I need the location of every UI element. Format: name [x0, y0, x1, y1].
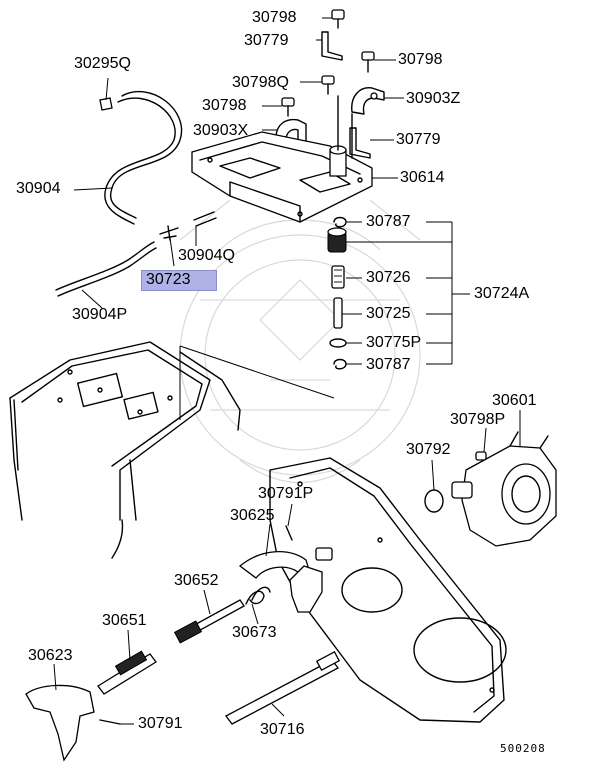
label-30791[interactable]: 30791	[138, 715, 183, 732]
motor-actuator-30601[interactable]	[451, 431, 557, 547]
shift-fork-30623[interactable]	[25, 684, 95, 762]
label-30791P[interactable]: 30791P	[258, 485, 314, 502]
hose-30904P[interactable]	[55, 241, 157, 297]
spring-pin-30791P[interactable]	[285, 525, 293, 541]
label-30652[interactable]: 30652	[174, 572, 219, 589]
bracket-30779-mid[interactable]	[349, 127, 371, 159]
snap-ring-30787-b[interactable]	[333, 358, 347, 370]
bolt-30798-right[interactable]	[361, 51, 375, 73]
label-30614[interactable]: 30614	[400, 169, 445, 186]
label-30295Q[interactable]: 30295Q	[74, 55, 131, 72]
label-30779-mid[interactable]: 30779	[396, 131, 441, 148]
label-30903Z[interactable]: 30903Z	[406, 90, 461, 107]
clamp-30903Z[interactable]	[351, 87, 385, 115]
label-30623[interactable]: 30623	[28, 647, 73, 664]
label-30904Q[interactable]: 30904Q	[178, 247, 235, 264]
label-30601[interactable]: 30601	[492, 392, 537, 409]
label-30798Q[interactable]: 30798Q	[232, 74, 289, 91]
valve-body-30614[interactable]	[191, 95, 373, 223]
hose-30904[interactable]	[104, 90, 183, 225]
fitting-30723[interactable]	[159, 225, 179, 241]
bolt-30798P[interactable]	[475, 451, 487, 461]
case-upper-outline	[9, 341, 241, 559]
label-30725[interactable]: 30725	[366, 305, 411, 322]
label-30798P[interactable]: 30798P	[450, 411, 506, 428]
label-30792[interactable]: 30792	[406, 441, 451, 458]
label-30798-right[interactable]: 30798	[398, 51, 443, 68]
label-30798-top[interactable]: 30798	[252, 9, 297, 26]
label-30904[interactable]: 30904	[16, 180, 61, 197]
clip-30295Q[interactable]	[99, 97, 113, 111]
label-30723-highlighted[interactable]: 30723	[141, 270, 217, 291]
leader-lines	[53, 17, 521, 725]
spring-30673[interactable]	[245, 586, 271, 605]
o-ring-30775P[interactable]	[329, 338, 347, 348]
label-30726[interactable]: 30726	[366, 269, 411, 286]
hose-30904Q[interactable]	[193, 211, 217, 227]
label-30798-mid[interactable]: 30798	[202, 97, 247, 114]
pin-30791[interactable]	[99, 719, 121, 725]
case-lower-outline	[269, 457, 507, 723]
label-30651[interactable]: 30651	[102, 612, 147, 629]
label-30904P[interactable]: 30904P	[72, 306, 128, 323]
label-30775P[interactable]: 30775P	[366, 334, 422, 351]
label-30787-b[interactable]: 30787	[366, 356, 411, 373]
solenoid-30726[interactable]	[327, 227, 347, 289]
pin-30725[interactable]	[333, 297, 343, 329]
bolt-30798-mid[interactable]	[281, 97, 295, 117]
label-30724A[interactable]: 30724A	[474, 285, 530, 302]
label-30625[interactable]: 30625	[230, 507, 275, 524]
diagram-code: 500208	[500, 742, 546, 755]
label-30716[interactable]: 30716	[260, 721, 305, 738]
label-30787-a[interactable]: 30787	[366, 213, 411, 230]
shift-rail-30651[interactable]	[97, 650, 157, 695]
label-30673[interactable]: 30673	[232, 624, 277, 641]
shift-fork-30625[interactable]	[238, 547, 333, 613]
label-30903X[interactable]: 30903X	[193, 122, 249, 139]
o-ring-30792[interactable]	[424, 489, 444, 513]
shaft-30716[interactable]	[225, 651, 341, 725]
snap-ring-30787-a[interactable]	[333, 216, 347, 228]
bracket-30779-top[interactable]	[321, 31, 343, 61]
label-30779-top[interactable]: 30779	[244, 32, 289, 49]
bolt-30798Q[interactable]	[321, 75, 335, 95]
bolt-30798-top[interactable]	[331, 9, 345, 29]
rod-30652[interactable]	[173, 599, 245, 644]
